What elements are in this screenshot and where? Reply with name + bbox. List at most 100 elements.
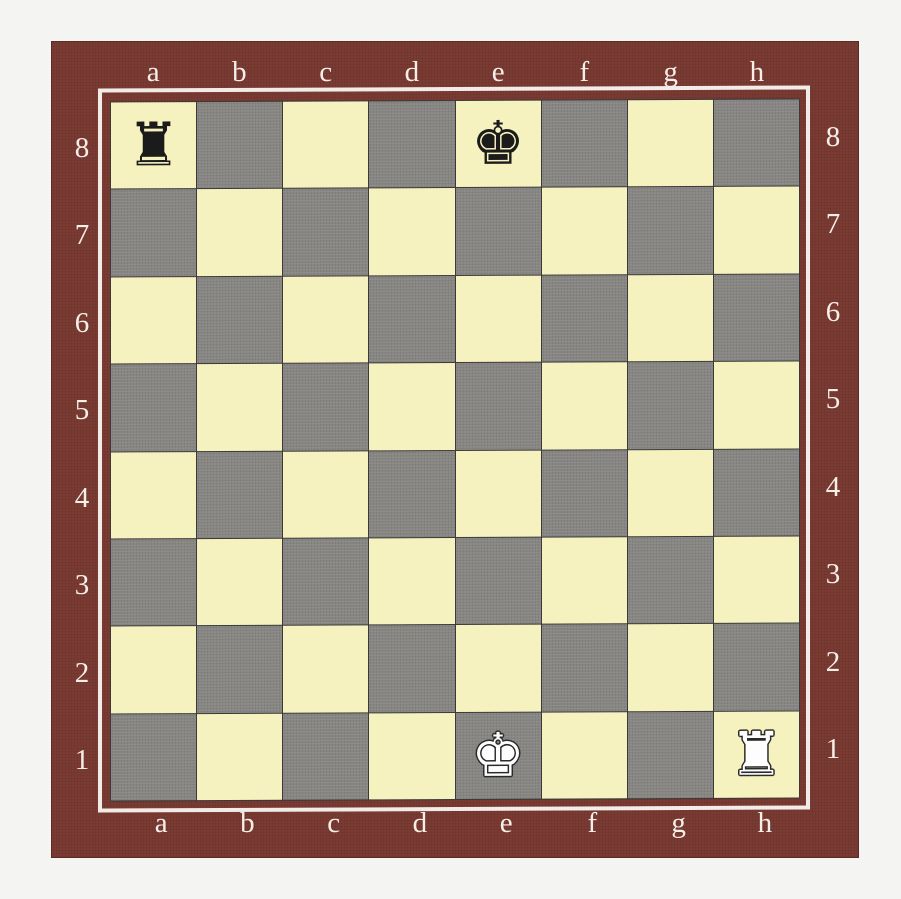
square-a8[interactable]: ♜ xyxy=(111,102,196,189)
square-a3[interactable] xyxy=(111,539,196,626)
square-g2[interactable] xyxy=(628,624,713,711)
file-label-top: a xyxy=(110,58,196,87)
square-f4[interactable] xyxy=(542,450,627,537)
rank-label-right: 6 xyxy=(818,298,848,327)
square-h4[interactable] xyxy=(714,449,799,536)
square-e5[interactable] xyxy=(456,363,541,450)
square-e2[interactable] xyxy=(456,625,541,712)
square-d5[interactable] xyxy=(369,363,454,450)
square-g7[interactable] xyxy=(628,187,713,274)
square-h7[interactable] xyxy=(714,187,799,274)
square-d6[interactable] xyxy=(369,276,454,363)
square-h1[interactable]: ♜ xyxy=(714,711,799,798)
square-c6[interactable] xyxy=(283,276,368,363)
square-f1[interactable] xyxy=(542,712,627,799)
square-f7[interactable] xyxy=(542,188,627,275)
square-f6[interactable] xyxy=(542,275,627,362)
rank-label-right: 1 xyxy=(818,735,848,764)
square-e6[interactable] xyxy=(456,275,541,362)
file-label-top: g xyxy=(628,58,714,87)
square-g5[interactable] xyxy=(628,362,713,449)
rank-label-left: 4 xyxy=(67,484,97,513)
square-b8[interactable] xyxy=(197,102,282,189)
file-label-bottom: c xyxy=(291,809,377,838)
square-d7[interactable] xyxy=(369,188,454,275)
white-rook-icon[interactable]: ♜ xyxy=(730,724,784,784)
square-h5[interactable] xyxy=(714,362,799,449)
square-b5[interactable] xyxy=(197,364,282,451)
rank-label-left: 1 xyxy=(67,746,97,775)
square-c3[interactable] xyxy=(283,538,368,625)
square-f8[interactable] xyxy=(542,100,627,187)
black-king-icon[interactable]: ♚ xyxy=(471,114,525,174)
file-label-top: b xyxy=(196,58,282,87)
square-e4[interactable] xyxy=(456,450,541,537)
square-b2[interactable] xyxy=(197,626,282,713)
rank-label-left: 6 xyxy=(67,309,97,338)
square-a7[interactable] xyxy=(111,190,196,277)
square-g6[interactable] xyxy=(628,275,713,362)
square-b4[interactable] xyxy=(197,451,282,538)
square-g4[interactable] xyxy=(628,449,713,536)
square-f5[interactable] xyxy=(542,362,627,449)
square-d4[interactable] xyxy=(369,451,454,538)
rank-label-left: 5 xyxy=(67,396,97,425)
file-label-bottom: h xyxy=(722,809,808,838)
square-a6[interactable] xyxy=(111,277,196,364)
file-label-bottom: f xyxy=(549,809,635,838)
square-b6[interactable] xyxy=(197,277,282,364)
file-label-bottom: d xyxy=(377,809,463,838)
rank-label-right: 4 xyxy=(818,473,848,502)
square-d2[interactable] xyxy=(369,625,454,712)
square-b7[interactable] xyxy=(197,189,282,276)
square-a5[interactable] xyxy=(111,364,196,451)
square-g1[interactable] xyxy=(628,711,713,798)
rank-label-right: 8 xyxy=(818,123,848,152)
square-d8[interactable] xyxy=(369,101,454,188)
file-label-top: d xyxy=(369,58,455,87)
square-h3[interactable] xyxy=(714,536,799,623)
file-label-bottom: b xyxy=(204,809,290,838)
black-rook-icon[interactable]: ♜ xyxy=(127,115,181,175)
rank-label-left: 2 xyxy=(67,659,97,688)
square-a4[interactable] xyxy=(111,452,196,539)
white-king-icon[interactable]: ♚ xyxy=(471,726,525,786)
file-label-bottom: a xyxy=(118,809,204,838)
square-c8[interactable] xyxy=(283,101,368,188)
rank-label-right: 5 xyxy=(818,385,848,414)
rank-label-right: 2 xyxy=(818,648,848,677)
square-e1[interactable]: ♚ xyxy=(456,712,541,799)
rank-label-right: 3 xyxy=(818,560,848,589)
rank-label-left: 8 xyxy=(67,134,97,163)
square-c4[interactable] xyxy=(283,451,368,538)
square-a2[interactable] xyxy=(111,626,196,713)
square-f2[interactable] xyxy=(542,625,627,712)
chess-board[interactable]: ♜ ♚ ♚ ♜ xyxy=(110,98,800,801)
square-d1[interactable] xyxy=(369,713,454,800)
file-label-bottom: g xyxy=(636,809,722,838)
file-label-top: c xyxy=(283,58,369,87)
square-h8[interactable] xyxy=(714,99,799,186)
rank-label-left: 3 xyxy=(67,571,97,600)
square-c5[interactable] xyxy=(283,364,368,451)
square-g3[interactable] xyxy=(628,537,713,624)
file-label-top: f xyxy=(541,58,627,87)
square-c1[interactable] xyxy=(283,713,368,800)
square-c7[interactable] xyxy=(283,189,368,276)
square-b3[interactable] xyxy=(197,539,282,626)
square-h6[interactable] xyxy=(714,274,799,361)
square-e7[interactable] xyxy=(456,188,541,275)
square-g8[interactable] xyxy=(628,100,713,187)
square-e8[interactable]: ♚ xyxy=(456,101,541,188)
square-a1[interactable] xyxy=(111,714,196,801)
square-h2[interactable] xyxy=(714,624,799,711)
square-b1[interactable] xyxy=(197,713,282,800)
file-label-bottom: e xyxy=(463,809,549,838)
file-label-top: e xyxy=(455,58,541,87)
file-label-top: h xyxy=(714,58,800,87)
square-d3[interactable] xyxy=(369,538,454,625)
square-e3[interactable] xyxy=(456,538,541,625)
square-f3[interactable] xyxy=(542,537,627,624)
square-c2[interactable] xyxy=(283,626,368,713)
